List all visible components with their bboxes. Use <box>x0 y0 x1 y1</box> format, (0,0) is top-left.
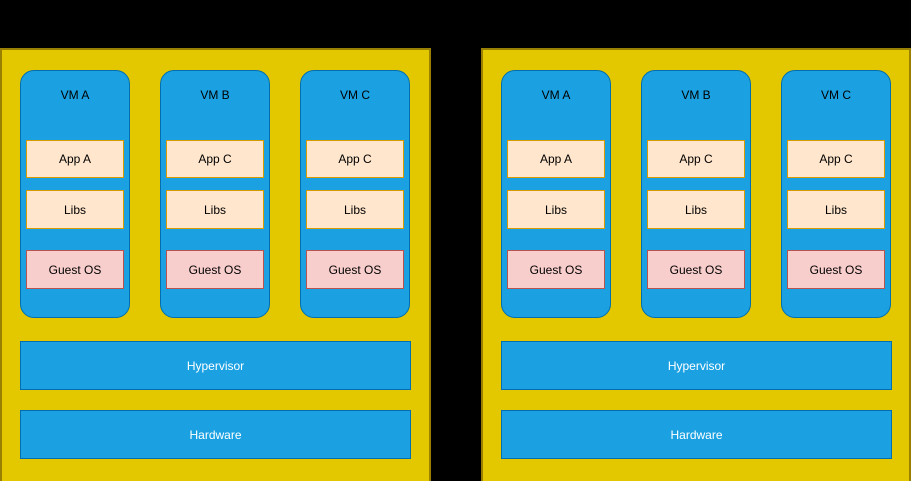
hardware-layer: Hardware <box>501 410 892 459</box>
libs-box: Libs <box>306 190 404 229</box>
vm-box: VM B App C Libs Guest OS <box>641 70 751 318</box>
hypervisor-layer: Hypervisor <box>20 341 411 390</box>
guest-os-box: Guest OS <box>507 250 605 289</box>
vm-label: VM B <box>681 88 711 102</box>
vm-label: VM C <box>340 88 370 102</box>
vm-label: VM B <box>200 88 230 102</box>
host-panel-right: VM A App A Libs Guest OS VM B App C Libs… <box>481 48 911 481</box>
app-box: App C <box>166 140 264 178</box>
app-box: App C <box>306 140 404 178</box>
vm-box: VM B App C Libs Guest OS <box>160 70 270 318</box>
vm-label: VM A <box>541 88 571 102</box>
app-box: App C <box>787 140 885 178</box>
app-box: App C <box>647 140 745 178</box>
guest-os-box: Guest OS <box>306 250 404 289</box>
libs-box: Libs <box>507 190 605 229</box>
app-box: App A <box>507 140 605 178</box>
host-panel-left: VM A App A Libs Guest OS VM B App C Libs… <box>0 48 431 481</box>
vm-box: VM C App C Libs Guest OS <box>300 70 410 318</box>
app-box: App A <box>26 140 124 178</box>
libs-box: Libs <box>166 190 264 229</box>
guest-os-box: Guest OS <box>787 250 885 289</box>
guest-os-box: Guest OS <box>166 250 264 289</box>
vm-box: VM A App A Libs Guest OS <box>20 70 130 318</box>
hypervisor-layer: Hypervisor <box>501 341 892 390</box>
guest-os-box: Guest OS <box>26 250 124 289</box>
vm-box: VM A App A Libs Guest OS <box>501 70 611 318</box>
vm-label: VM C <box>821 88 851 102</box>
hardware-layer: Hardware <box>20 410 411 459</box>
libs-box: Libs <box>26 190 124 229</box>
vm-box: VM C App C Libs Guest OS <box>781 70 891 318</box>
guest-os-box: Guest OS <box>647 250 745 289</box>
libs-box: Libs <box>787 190 885 229</box>
vm-label: VM A <box>60 88 90 102</box>
libs-box: Libs <box>647 190 745 229</box>
